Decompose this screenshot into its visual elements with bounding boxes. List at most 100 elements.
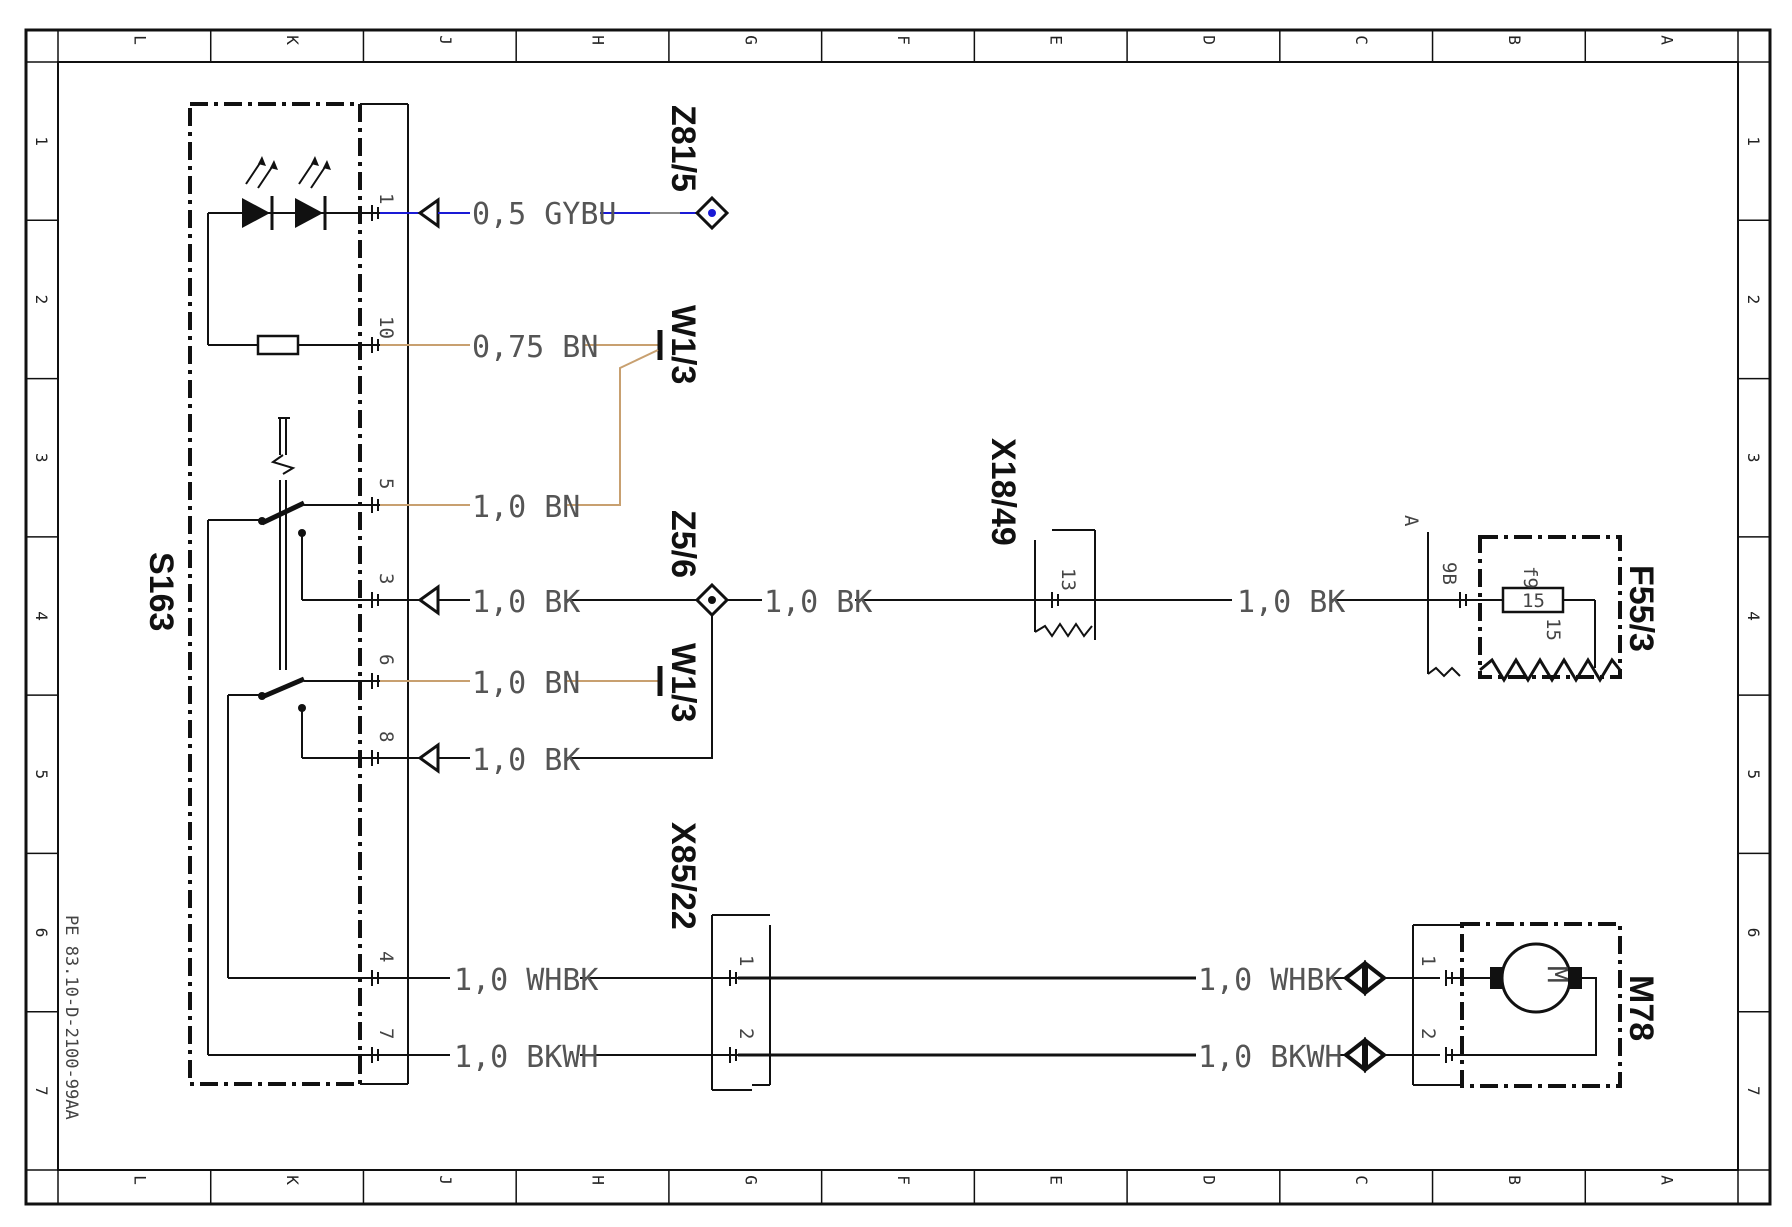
- s163-pin-8-label: 8: [375, 731, 397, 742]
- column-label-bottom: F: [894, 1175, 913, 1185]
- m78-pin-2-label: 2: [1417, 1028, 1439, 1039]
- column-label-top: E: [1047, 35, 1066, 45]
- column-label-top: D: [1199, 35, 1218, 45]
- wire-label-1-0-bkwh-x85-m78: 1,0 BKWH: [1198, 1040, 1343, 1075]
- wire-1-0-bk-pin3: 1,0 BK: [380, 584, 697, 620]
- column-label-bottom: C: [1352, 1175, 1371, 1185]
- resistor-icon: [256, 334, 300, 356]
- wire-1-0-bk-z56-x18: 1,0 BK: [727, 585, 1052, 620]
- motor-m-label: M: [1541, 966, 1574, 983]
- x85-22-connector-icon: 1 2: [711, 914, 771, 1091]
- row-label-left: 4: [32, 611, 51, 621]
- s163-pin-4-label: 4: [375, 951, 397, 962]
- wire-1-0-bn-pin6: 1,0 BN: [380, 666, 658, 701]
- switch-actuator-icon: [270, 417, 296, 670]
- m78-label: M78: [1622, 975, 1660, 1041]
- drawing-frame: [24, 28, 1772, 1206]
- x85-22-label: X85/22: [664, 822, 702, 930]
- column-label-top: A: [1658, 35, 1677, 45]
- column-label-top: H: [589, 35, 608, 45]
- wire-1-0-bkwh-pin7: 1,0 BKWH: [380, 1040, 730, 1075]
- column-label-bottom: A: [1658, 1175, 1677, 1185]
- column-label-top: K: [283, 35, 302, 45]
- wire-1-0-whbk-x85-m78: 1,0 WHBK: [738, 963, 1346, 998]
- column-label-bottom: B: [1505, 1175, 1524, 1185]
- row-label-right: 6: [1744, 928, 1763, 938]
- m78-plug-connector-icon: [1342, 959, 1440, 1074]
- document-id: PE 83.10-D-2100-99AA: [61, 915, 81, 1120]
- s163-pin-7-label: 7: [375, 1028, 397, 1039]
- x85-pin-2-label: 2: [735, 1028, 757, 1039]
- wire-label-0-75-bn: 0,75 BN: [472, 330, 598, 365]
- wire-1-0-bn-pin5: 1,0 BN: [380, 349, 659, 525]
- w1-3-mid-label: W1/3: [664, 643, 702, 722]
- row-label-left: 7: [32, 1086, 51, 1096]
- x18-49-connector-icon: 13: [1034, 529, 1096, 640]
- row-label-right: 2: [1744, 295, 1763, 305]
- s163-switch-unit: 1 10 5 3 6 8 4 7 S163: [142, 102, 409, 1086]
- fuse-15-label: 15: [1522, 590, 1545, 612]
- wire-1-0-bk-pin8: 1,0 BK: [380, 615, 713, 778]
- f55-pin-9b-label: 9B: [1438, 562, 1460, 585]
- s163-label: S163: [142, 552, 180, 631]
- w1-3-top-label: W1/3: [664, 305, 702, 384]
- indicator-led-icon: [208, 156, 372, 230]
- m78-pin-1-label: 1: [1417, 955, 1439, 966]
- s163-pin-1-label: 1: [375, 193, 397, 204]
- s163-pin-terminals: [371, 205, 380, 1063]
- z81-5-splice-icon: [694, 195, 730, 231]
- row-label-right: 3: [1744, 453, 1763, 463]
- wire-label-1-0-bk-pin3: 1,0 BK: [472, 585, 580, 620]
- z81-5-label: Z81/5: [664, 105, 702, 192]
- s163-pin-3-label: 3: [375, 573, 397, 584]
- s163-pin-10-label: 10: [375, 316, 397, 339]
- row-labels: 1 2 3 4 5 6 7 1 2 3 4 5 6 7: [32, 136, 1763, 1095]
- column-label-top: G: [741, 35, 760, 45]
- column-label-bottom: G: [741, 1175, 760, 1185]
- x18-49-label: X18/49: [984, 438, 1022, 546]
- column-label-bottom: L: [130, 1175, 149, 1185]
- f55-a-label: A: [1400, 515, 1422, 527]
- switch-contact-upper-icon: [207, 500, 372, 1055]
- wire-1-0-whbk-pin4: 1,0 WHBK: [380, 963, 730, 998]
- column-label-top: L: [130, 35, 149, 45]
- wire-1-0-bk-x18-f55: 1,0 BK: [1060, 585, 1460, 620]
- switch-contact-lower-icon: [227, 676, 372, 978]
- column-label-bottom: K: [283, 1175, 302, 1185]
- wire-1-0-bkwh-x85-m78: 1,0 BKWH: [738, 1040, 1346, 1075]
- f55-f9-label: f9: [1519, 566, 1541, 589]
- row-label-right: 7: [1744, 1086, 1763, 1096]
- wire-0-5-gybu: 0,5 GYBU: [380, 197, 700, 232]
- m78-motor: M 1 2: [1412, 922, 1622, 1088]
- column-label-bottom: D: [1199, 1175, 1218, 1185]
- wire-label-1-0-whbk-pin4: 1,0 WHBK: [454, 963, 599, 998]
- wire-label-1-0-bk-pin8: 1,0 BK: [472, 743, 580, 778]
- f55-3-label: F55/3: [1622, 565, 1660, 652]
- wire-label-1-0-bk-x18-f55: 1,0 BK: [1237, 585, 1345, 620]
- row-label-left: 5: [32, 769, 51, 779]
- column-label-bottom: J: [436, 1175, 455, 1185]
- column-label-top: B: [1505, 35, 1524, 45]
- row-label-right: 4: [1744, 611, 1763, 621]
- row-label-left: 2: [32, 295, 51, 305]
- z5-6-label: Z5/6: [664, 510, 702, 578]
- wire-label-1-0-bn-pin6: 1,0 BN: [472, 666, 580, 701]
- column-label-bottom: E: [1047, 1175, 1066, 1185]
- z5-6-splice-icon: [694, 582, 730, 618]
- column-label-top: J: [436, 35, 455, 45]
- x85-pin-1-label: 1: [735, 955, 757, 966]
- row-label-left: 1: [32, 136, 51, 146]
- wire-label-0-5-gybu: 0,5 GYBU: [472, 197, 617, 232]
- s163-pin-6-label: 6: [375, 654, 397, 665]
- s163-pin-5-label: 5: [375, 478, 397, 489]
- row-label-right: 1: [1744, 136, 1763, 146]
- row-label-left: 3: [32, 453, 51, 463]
- column-label-top: F: [894, 35, 913, 45]
- wire-label-1-0-whbk-x85-m78: 1,0 WHBK: [1198, 963, 1343, 998]
- fuse-icon: [1501, 586, 1565, 614]
- wire-0-75-bn: 0,75 BN: [380, 330, 658, 365]
- column-label-top: C: [1352, 35, 1371, 45]
- row-label-right: 5: [1744, 769, 1763, 779]
